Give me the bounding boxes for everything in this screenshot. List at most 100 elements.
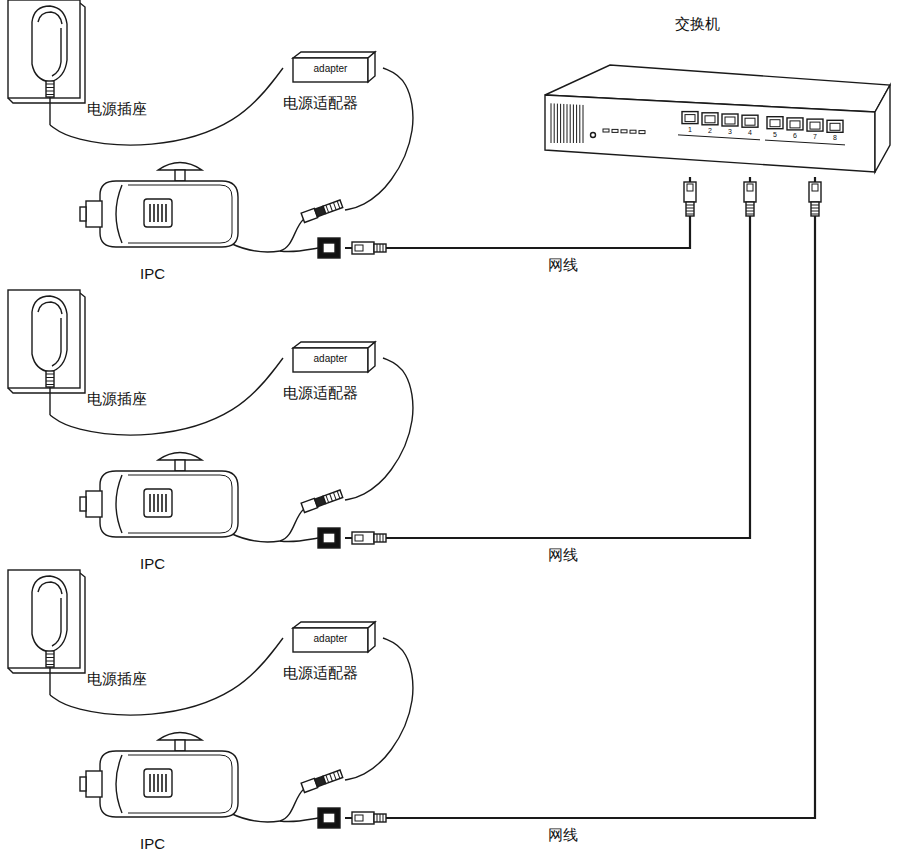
port-socket xyxy=(810,122,820,129)
plug-detail xyxy=(38,582,62,594)
vent-grille xyxy=(144,489,172,517)
vent-slot xyxy=(153,494,155,512)
socket-label: 电源插座 xyxy=(87,100,147,118)
plug-detail xyxy=(52,28,61,76)
port-number: 1 xyxy=(684,126,696,133)
rj45-socket xyxy=(323,533,335,543)
ip-camera: IPC xyxy=(80,725,345,860)
port-socket xyxy=(685,115,695,122)
power-adapter: adapter电源适配器 xyxy=(283,620,383,690)
network-switch: 交换机 xyxy=(535,15,893,177)
adapter-label: 电源适配器 xyxy=(283,384,358,402)
adapter-brand: adapter xyxy=(293,63,368,75)
lens xyxy=(86,771,102,797)
ip-camera: IPC xyxy=(80,155,345,290)
ethernet-port xyxy=(767,117,783,129)
body-contour xyxy=(116,475,122,533)
strain-ridge xyxy=(46,657,54,658)
dc-connector xyxy=(301,769,343,792)
camera-label: IPC xyxy=(140,835,165,853)
body-contour xyxy=(128,755,232,813)
ethernet-port xyxy=(742,115,758,127)
camera-label: IPC xyxy=(140,265,165,283)
plug-ridge xyxy=(333,202,336,210)
boot-ridge xyxy=(746,214,754,215)
vent-slot xyxy=(153,204,155,222)
adapter-side xyxy=(368,342,375,372)
adapter-top xyxy=(293,52,375,58)
dc-connector xyxy=(301,489,343,512)
plug-ridge xyxy=(337,771,340,779)
adapter-top xyxy=(293,622,375,628)
strain-ridge xyxy=(46,664,54,665)
rj45-socket xyxy=(323,813,335,823)
rj45-plug xyxy=(684,182,696,202)
wall-plate xyxy=(8,290,80,388)
camera-body xyxy=(100,471,238,537)
plug-boot xyxy=(374,244,386,252)
strain-ridge xyxy=(46,661,54,662)
ethernet-port xyxy=(807,119,823,131)
vent-slot xyxy=(157,774,159,792)
port-number: 5 xyxy=(769,131,781,138)
boot-ridge xyxy=(686,214,694,215)
vent-grille xyxy=(144,769,172,797)
port-socket xyxy=(745,118,755,125)
camera-cable xyxy=(280,538,318,542)
rj45-contacts xyxy=(812,184,818,191)
ip-camera-drawing xyxy=(80,725,345,860)
power-cable xyxy=(345,638,413,780)
plug-boot xyxy=(746,202,754,216)
power-cable xyxy=(345,68,413,210)
status-led xyxy=(639,131,645,134)
port-number: 2 xyxy=(704,127,716,134)
wall-plate xyxy=(8,0,80,98)
plug-detail xyxy=(38,12,62,24)
plug-ridge xyxy=(326,205,329,213)
ethernet-port xyxy=(702,113,718,125)
strain-relief xyxy=(46,371,54,387)
plug-ridge xyxy=(326,775,329,783)
vent-slot xyxy=(165,774,167,792)
camera-cable xyxy=(280,248,318,252)
boot-ridge xyxy=(811,208,819,209)
body-contour xyxy=(128,185,232,243)
adapter-front xyxy=(293,628,368,652)
strain-ridge xyxy=(46,94,54,95)
strain-ridge xyxy=(46,377,54,378)
rj45-plug xyxy=(809,182,821,202)
port-bar xyxy=(765,140,845,145)
adapter-label: 电源适配器 xyxy=(283,664,358,682)
vent-grille xyxy=(144,199,172,227)
boot-ridge xyxy=(380,814,381,822)
plug-ridge xyxy=(337,201,340,209)
boot-ridge xyxy=(377,534,378,542)
port-socket xyxy=(790,121,800,128)
port-number: 3 xyxy=(724,128,736,135)
ethernet-port xyxy=(722,114,738,126)
boot-ridge xyxy=(811,211,819,212)
rj45-plug xyxy=(744,182,756,202)
mount-stem xyxy=(175,740,185,751)
plug-body xyxy=(32,6,67,82)
plug-body xyxy=(32,576,67,652)
plug-boot xyxy=(374,814,386,822)
vent-fin xyxy=(567,104,568,143)
vent-fin xyxy=(554,103,555,143)
lens xyxy=(86,491,102,517)
plug-body xyxy=(32,296,67,372)
adapter-front xyxy=(293,348,368,372)
dc-plug xyxy=(323,770,343,784)
port-number: 6 xyxy=(789,132,801,139)
strain-ridge xyxy=(46,87,54,88)
vent-slot xyxy=(165,494,167,512)
status-led xyxy=(603,129,609,132)
plug-boot xyxy=(686,202,694,216)
camera-cable xyxy=(230,813,280,822)
rj45-plug xyxy=(352,812,374,824)
cable-label: 网线 xyxy=(545,546,581,564)
dc-connector xyxy=(301,199,343,222)
switch-label: 交换机 xyxy=(675,15,720,33)
strain-ridge xyxy=(46,374,54,375)
lens-cap xyxy=(80,207,86,221)
